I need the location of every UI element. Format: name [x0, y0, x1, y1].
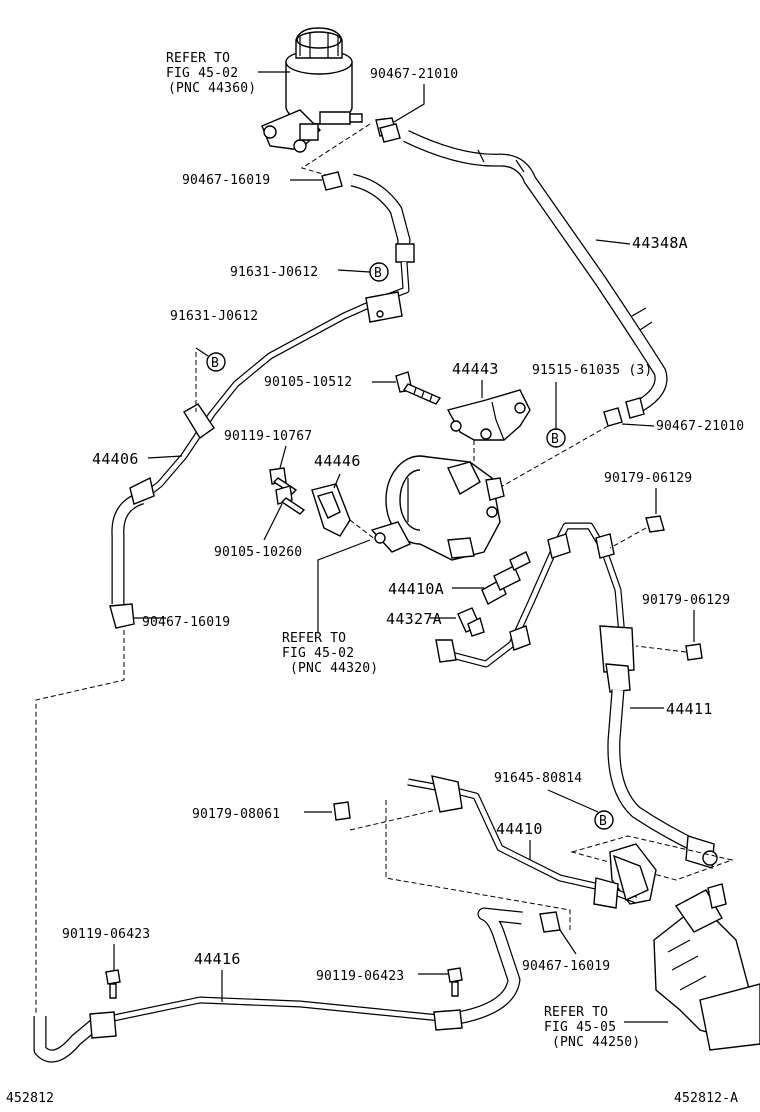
clamp-icon: [321, 171, 343, 191]
b-marker-icon: B: [546, 428, 566, 448]
reservoir-tank: [261, 27, 363, 153]
nut-icon: [333, 801, 351, 821]
label-44443: 44443: [452, 360, 499, 378]
refer-gear-line1: REFER TO: [544, 1005, 608, 1020]
label-44411: 44411: [666, 700, 713, 718]
leader-90467-21010-right: [621, 423, 655, 427]
hose-44348a: [403, 130, 668, 419]
label-90467-21010-top: 90467-21010: [370, 67, 458, 82]
bolt-icon: [269, 467, 306, 515]
label-90179-06129-a: 90179-06129: [604, 471, 692, 486]
leader-b-j0612-b: [195, 347, 209, 357]
b-marker-icon: B: [369, 262, 389, 282]
dash-left-vertical: [35, 630, 125, 1014]
dash-nut-a: [609, 527, 647, 549]
label-44446: 44446: [314, 452, 361, 470]
label-44410a: 44410A: [388, 580, 444, 598]
refer-reservoir-line3: (PNC 44360): [168, 81, 256, 96]
nut-icon: [645, 515, 665, 533]
label-90179-08061: 90179-08061: [192, 807, 280, 822]
leader-90105-10260: [263, 503, 283, 541]
label-44327a: 44327A: [386, 610, 442, 628]
union-44327a: [457, 607, 485, 637]
label-91515-61035: 91515-61035 (3): [532, 363, 652, 378]
bracket-44446: [311, 483, 351, 537]
label-91631-j0612-a: 91631-J0612: [230, 265, 318, 280]
b-mark-text: B: [551, 432, 559, 447]
b-marker-icon: B: [206, 352, 226, 372]
diagram-id-right: 452812-A: [674, 1091, 738, 1106]
dash-clip-to-pump: [491, 425, 609, 493]
label-90119-10767: 90119-10767: [224, 429, 312, 444]
label-90467-21010-right: 90467-21010: [656, 419, 744, 434]
bracket-44443: [446, 389, 531, 441]
refer-pump-line3: (PNC 44320): [290, 661, 378, 676]
label-44410: 44410: [496, 820, 543, 838]
dash-bracket-pump: [349, 519, 377, 541]
tube-44416: [33, 907, 523, 1063]
clamp-icon: [375, 117, 401, 143]
b-marker-icon: B: [594, 810, 614, 830]
bolt-icon: [395, 371, 442, 405]
label-90179-06129-b: 90179-06129: [642, 593, 730, 608]
dash-nut-b: [635, 645, 687, 653]
label-90105-10512: 90105-10512: [264, 375, 352, 390]
bolt-icon: [447, 967, 463, 997]
hose-44406: [111, 261, 410, 604]
clamp-icon: [603, 407, 623, 427]
refer-gear-line2: FIG 45-05: [544, 1020, 616, 1035]
tube-44410: [407, 775, 649, 909]
leader-44348a: [595, 239, 631, 245]
label-90467-16019-top: 90467-16019: [182, 173, 270, 188]
label-90119-06423-a: 90119-06423: [62, 927, 150, 942]
leader-91645-80814: [547, 789, 599, 813]
diagram-id-left: 452812: [6, 1091, 54, 1106]
label-90467-16019-bottom: 90467-16019: [522, 959, 610, 974]
leader-44446: [333, 473, 341, 489]
refer-pump-line2: FIG 45-02: [282, 646, 354, 661]
b-mark-text: B: [599, 814, 607, 829]
power-steering-pump: [370, 455, 505, 561]
label-44348a: 44348A: [632, 234, 688, 252]
nut-icon: [685, 643, 703, 661]
label-44406: 44406: [92, 450, 139, 468]
refer-reservoir-line2: FIG 45-02: [166, 66, 238, 81]
label-90119-06423-b: 90119-06423: [316, 969, 404, 984]
fitting-44410a: [481, 551, 531, 605]
refer-pump-line1: REFER TO: [282, 631, 346, 646]
clamp-icon: [109, 603, 135, 629]
label-90467-16019-left: 90467-16019: [142, 615, 230, 630]
label-91631-j0612-b: 91631-J0612: [170, 309, 258, 324]
pressure-tube: [435, 522, 626, 668]
dash-box-44410: [385, 800, 571, 930]
suction-hose: [350, 173, 415, 263]
leader-44406: [147, 455, 183, 459]
leader-91631-j0612-a: [337, 269, 371, 273]
dash-nut-c: [349, 809, 437, 831]
label-90105-10260: 90105-10260: [214, 545, 302, 560]
bolt-icon: [105, 969, 121, 999]
b-mark-text: B: [211, 356, 219, 371]
dash-reservoir-to-clip: [300, 123, 371, 177]
b-mark-text: B: [374, 266, 382, 281]
refer-reservoir-line1: REFER TO: [166, 51, 230, 66]
hose-44411: [599, 625, 718, 869]
refer-gear-line3: (PNC 44250): [552, 1035, 640, 1050]
clamp-icon: [539, 911, 561, 933]
leader-90119-10767: [279, 445, 287, 469]
leader-refer-pump: [317, 539, 371, 632]
leader-90467-21010-top: [393, 84, 425, 123]
label-44416: 44416: [194, 950, 241, 968]
leader-90467-16019-bottom: [559, 929, 577, 955]
label-91645-80814: 91645-80814: [494, 771, 582, 786]
